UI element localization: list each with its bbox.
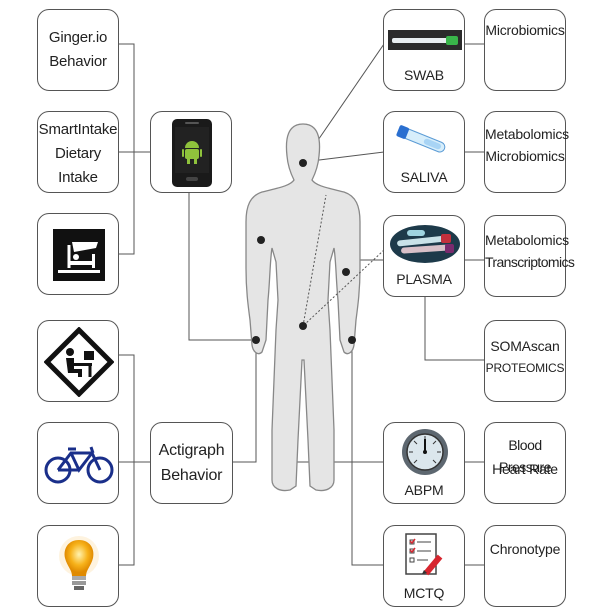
- actigraph-box: Actigraph Behavior: [150, 422, 233, 504]
- abpm-label: ABPM: [404, 482, 444, 498]
- actigraph-label-1: Actigraph: [158, 442, 225, 459]
- waist-marker: [299, 322, 307, 330]
- ginger-label-1: Ginger.io: [48, 29, 108, 46]
- desk-work-sign-icon: [44, 327, 114, 397]
- smartintake-label-3: Intake: [58, 169, 98, 186]
- chronotype-box: Chronotype: [484, 525, 566, 607]
- somascan-label-2: PROTEOMICS: [485, 361, 565, 375]
- saliva-box: SALIVA: [383, 111, 465, 193]
- swab-omics-box: Microbiomics: [484, 9, 566, 91]
- upper-arm-marker: [257, 236, 265, 244]
- swab-label: SWAB: [404, 67, 444, 83]
- ginger-label-2: Behavior: [49, 53, 107, 70]
- right-arm-marker: [342, 268, 350, 276]
- swab-tube-icon: [388, 30, 462, 50]
- mouth-marker: [299, 159, 307, 167]
- bp-label-1: Blood Pressure: [498, 437, 552, 475]
- sleep-bed-icon: [53, 229, 105, 281]
- somascan-box: SOMAscan PROTEOMICS: [484, 320, 566, 402]
- saliva-omics-box: Metabolomics Microbiomics: [484, 111, 569, 193]
- abpm-box: ABPM: [383, 422, 465, 504]
- saliva-omics-label-2: Microbiomics: [485, 148, 565, 164]
- right-wrist-marker: [348, 336, 356, 344]
- ginger-io-box: Ginger.io Behavior: [37, 9, 119, 91]
- smartintake-label-2: Dietary: [54, 145, 102, 162]
- actigraph-label-2: Behavior: [160, 467, 223, 484]
- light-bulb-icon: [59, 536, 99, 590]
- swab-box: SWAB: [383, 9, 465, 91]
- plasma-label: PLASMA: [396, 271, 452, 287]
- somascan-label-1: SOMAscan: [490, 338, 560, 354]
- smartintake-label-1: SmartIntake: [38, 121, 118, 138]
- saliva-tube-icon: [396, 125, 446, 153]
- bicycle-icon: [44, 446, 114, 484]
- chronotype-label: Chronotype: [489, 541, 561, 557]
- blood-pressure-box: Blood Pressure Heart Rate: [484, 422, 566, 504]
- plasma-omics-label-2: Transcriptomics: [485, 254, 575, 270]
- blood-pressure-gauge-icon: [402, 429, 448, 475]
- phone-box: [150, 111, 232, 193]
- plasma-box: PLASMA: [383, 215, 465, 297]
- android-phone-icon: [172, 119, 212, 187]
- work-box: [37, 320, 119, 402]
- left-wrist-marker: [252, 336, 260, 344]
- mctq-box: MCTQ: [383, 525, 465, 607]
- human-body-figure: [245, 123, 361, 492]
- swab-omics-label: Microbiomics: [485, 22, 565, 38]
- plasma-tubes-icon: [390, 225, 460, 263]
- smartintake-box: SmartIntake Dietary Intake: [37, 111, 119, 193]
- saliva-omics-label-1: Metabolomics: [485, 126, 569, 142]
- bicycle-box: [37, 422, 119, 504]
- light-box: [37, 525, 119, 607]
- sleep-box: [37, 213, 119, 295]
- questionnaire-clipboard-icon: [405, 533, 443, 576]
- bp-label-2: Heart Rate: [492, 461, 558, 477]
- saliva-label: SALIVA: [400, 169, 448, 185]
- plasma-omics-label-1: Metabolomics: [485, 232, 569, 248]
- mctq-label: MCTQ: [403, 585, 445, 601]
- plasma-omics-box: Metabolomics Transcriptomics: [484, 215, 575, 297]
